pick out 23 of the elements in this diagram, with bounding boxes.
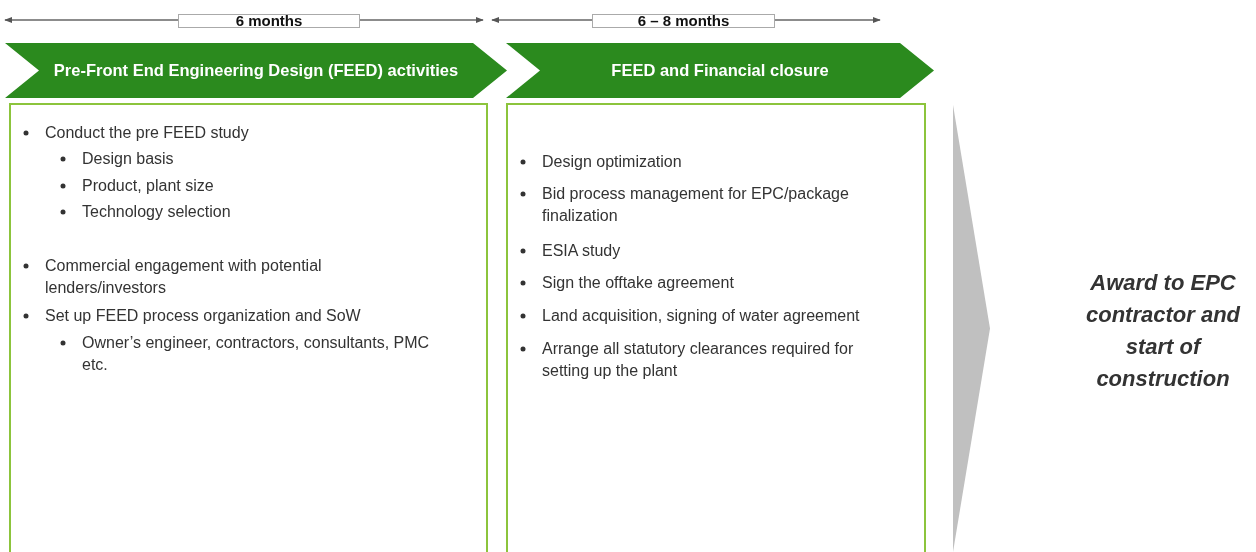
- sub-bullet-item: Design basis: [82, 149, 175, 169]
- sub-bullet-item: Owner’s engineer, contractors, consultants, PMC etc.: [82, 333, 431, 375]
- duration-label: 6 – 8 months: [592, 14, 775, 28]
- content-panel: [9, 103, 488, 552]
- sub-bullet-item: Technology selection: [82, 202, 232, 222]
- milestone-text: Award to EPC contractor and start of construction: [1085, 269, 1242, 393]
- chevron-arrow-shape: [953, 105, 990, 552]
- duration-label: 6 months: [178, 14, 360, 28]
- bullet-item: Sign the offtake agreement: [542, 273, 735, 293]
- step-title: FEED and Financial closure: [611, 59, 829, 81]
- bullet-item: Bid process management for EPC/package finalization: [542, 184, 850, 226]
- chevron-step: [5, 43, 507, 98]
- bullet-item: Conduct the pre FEED study: [45, 123, 250, 143]
- chevron-step: [506, 43, 934, 98]
- bullet-item: Arrange all statutory clearances required for setting up the plant: [542, 339, 855, 381]
- sub-bullet-item: Product, plant size: [82, 176, 215, 196]
- bullet-item: Set up FEED process organization and SoW: [45, 306, 362, 326]
- step-title: Pre-Front End Engineering Design (FEED) activities: [53, 59, 459, 81]
- bullet-item: Commercial engagement with potential lenders/investors: [45, 256, 323, 298]
- bullet-item: ESIA study: [542, 241, 622, 261]
- content-panel: [506, 103, 926, 552]
- bullet-item: Design optimization: [542, 152, 683, 172]
- bullet-item: Land acquisition, signing of water agreement: [542, 306, 861, 326]
